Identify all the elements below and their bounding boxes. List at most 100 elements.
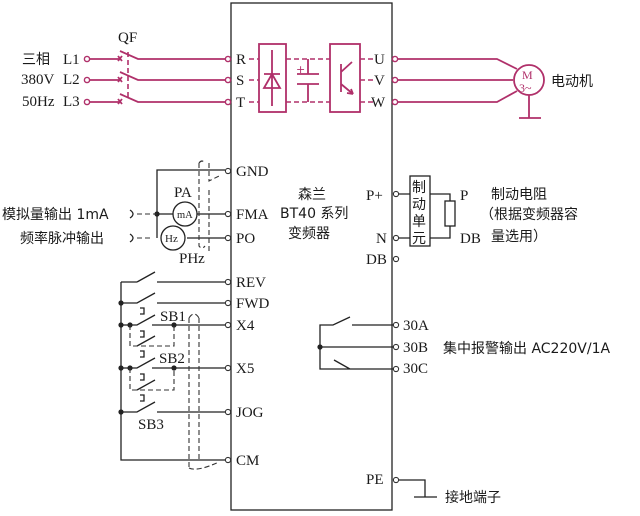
motor-section: M 3~ 电动机 <box>391 55 593 119</box>
resistor-wires <box>430 193 451 239</box>
input-s-label: S <box>236 73 244 89</box>
wire-l1 <box>90 50 228 62</box>
terminal-cm-label: CM <box>236 453 259 469</box>
output-dashes <box>360 58 374 103</box>
shield-lines <box>198 160 220 252</box>
common-bus <box>120 282 225 461</box>
meter-wires <box>157 213 225 239</box>
rev-switch <box>121 271 225 283</box>
ground-icon <box>399 479 437 498</box>
terminal-icon <box>224 321 232 329</box>
terminal-icon <box>224 278 232 286</box>
terminal-icon <box>224 299 232 307</box>
motor-symbol-m: M <box>522 68 533 82</box>
terminal-s <box>224 76 232 84</box>
sb3-label: SB3 <box>138 417 164 433</box>
supply-label-voltage: 380V <box>21 72 55 88</box>
phz-label: PHz <box>179 251 205 267</box>
capacitor-plus: + <box>296 63 305 76</box>
brake-db-label: DB <box>460 231 481 247</box>
terminal-p-plus-label: P+ <box>366 188 383 204</box>
meter-input-dashes <box>137 213 157 239</box>
rectifier-block <box>258 43 287 113</box>
inverter-series: BT40 系列 <box>280 206 348 222</box>
transistor-icon <box>340 61 354 95</box>
pulse-output-label: 频率脉冲输出 <box>20 230 104 247</box>
motor-wires <box>398 58 518 103</box>
terminal-t <box>224 98 232 106</box>
terminal-l2 <box>83 76 91 84</box>
dc-bus <box>286 58 330 103</box>
terminal-gnd-label: GND <box>236 164 269 180</box>
pushbutton-groups <box>129 325 175 391</box>
meter-input-ends <box>129 209 134 243</box>
sb1-label: SB1 <box>160 309 186 325</box>
switch-section: SB1 SB2 SB3 <box>118 271 225 470</box>
brake-unit-char-3: 单 <box>412 214 426 230</box>
meter-section: mA Hz PA PHz 模拟量输出 1mA 频率脉冲输出 <box>2 160 225 267</box>
breaker-label: QF <box>118 30 137 46</box>
junction-dot <box>171 365 177 371</box>
motor-ground-icon <box>519 95 541 119</box>
motor-label: 电动机 <box>551 74 593 90</box>
frequency-meter-symbol: Hz <box>165 233 178 245</box>
junction-dot <box>118 322 124 328</box>
relay-nc-contact <box>319 347 393 370</box>
terminal-l1 <box>83 55 91 63</box>
brake-unit-box <box>409 175 431 247</box>
terminal-icon <box>224 234 232 242</box>
terminal-w <box>391 98 399 106</box>
terminal-pe-label: PE <box>366 472 384 488</box>
pushbutton-contacts <box>136 335 156 391</box>
junction-dot <box>171 322 177 328</box>
phase-l1-label: L1 <box>63 52 80 68</box>
analog-output-label: 模拟量输出 1mA <box>2 207 109 223</box>
x4-switch <box>121 314 225 326</box>
brake-unit-char-4: 元 <box>412 231 426 247</box>
capacitor-icon <box>297 59 319 102</box>
relay-no-contact <box>319 316 393 347</box>
ground-section: 接地端子 <box>399 479 501 506</box>
terminal-db-label: DB <box>366 252 387 268</box>
terminal-icon <box>224 364 232 372</box>
ammeter-icon <box>172 201 198 227</box>
terminal-jog-label: JOG <box>236 405 264 421</box>
pushbutton-actuators <box>140 307 145 402</box>
junction-dot <box>118 300 124 306</box>
terminal-icon <box>392 321 400 329</box>
brake-unit-char-1: 制 <box>412 180 426 196</box>
terminal-icon <box>392 343 400 351</box>
brake-wires <box>399 193 410 239</box>
brake-note-line2: 量选用） <box>491 229 547 245</box>
terminal-x4-label: X4 <box>236 318 255 334</box>
power-stage: R S T + U V W <box>236 43 386 113</box>
input-t-label: T <box>236 95 245 111</box>
junction-dot <box>118 365 124 371</box>
terminal-30a-label: 30A <box>403 318 429 334</box>
brake-unit-char-2: 动 <box>412 197 426 213</box>
wire-l3 <box>90 93 228 105</box>
inverter-brand: 森兰 <box>298 187 326 203</box>
brake-section: 制 动 单 元 P DB 制动电阻 （根据变频器容 量选用） <box>399 175 578 247</box>
ammeter-symbol: mA <box>177 210 193 221</box>
brake-p-label: P <box>460 188 468 204</box>
wire-l2 <box>90 71 228 83</box>
ground-label: 接地端子 <box>445 489 501 506</box>
output-u-label: U <box>374 52 385 68</box>
terminal-icon <box>224 456 232 464</box>
terminal-r <box>224 55 232 63</box>
alarm-section: 集中报警输出 AC220V/1A <box>317 316 610 370</box>
supply-section: 三相 380V 50Hz L1 L2 L3 QF <box>21 30 232 110</box>
inverter-type: 变频器 <box>288 226 330 242</box>
motor-symbol-phase: 3~ <box>519 81 532 95</box>
terminal-icon <box>392 190 400 198</box>
supply-label-frequency: 50Hz <box>22 94 55 110</box>
output-w-label: W <box>371 95 386 111</box>
sb2-label: SB2 <box>159 351 185 367</box>
terminal-l3 <box>83 98 91 106</box>
terminal-icon <box>224 408 232 416</box>
gnd-wire <box>156 169 225 214</box>
phase-l3-label: L3 <box>63 94 80 110</box>
left-terminals: GND FMA PO REV FWD X4 X5 JOG CM <box>224 164 270 469</box>
supply-label-phase: 三相 <box>22 52 50 68</box>
